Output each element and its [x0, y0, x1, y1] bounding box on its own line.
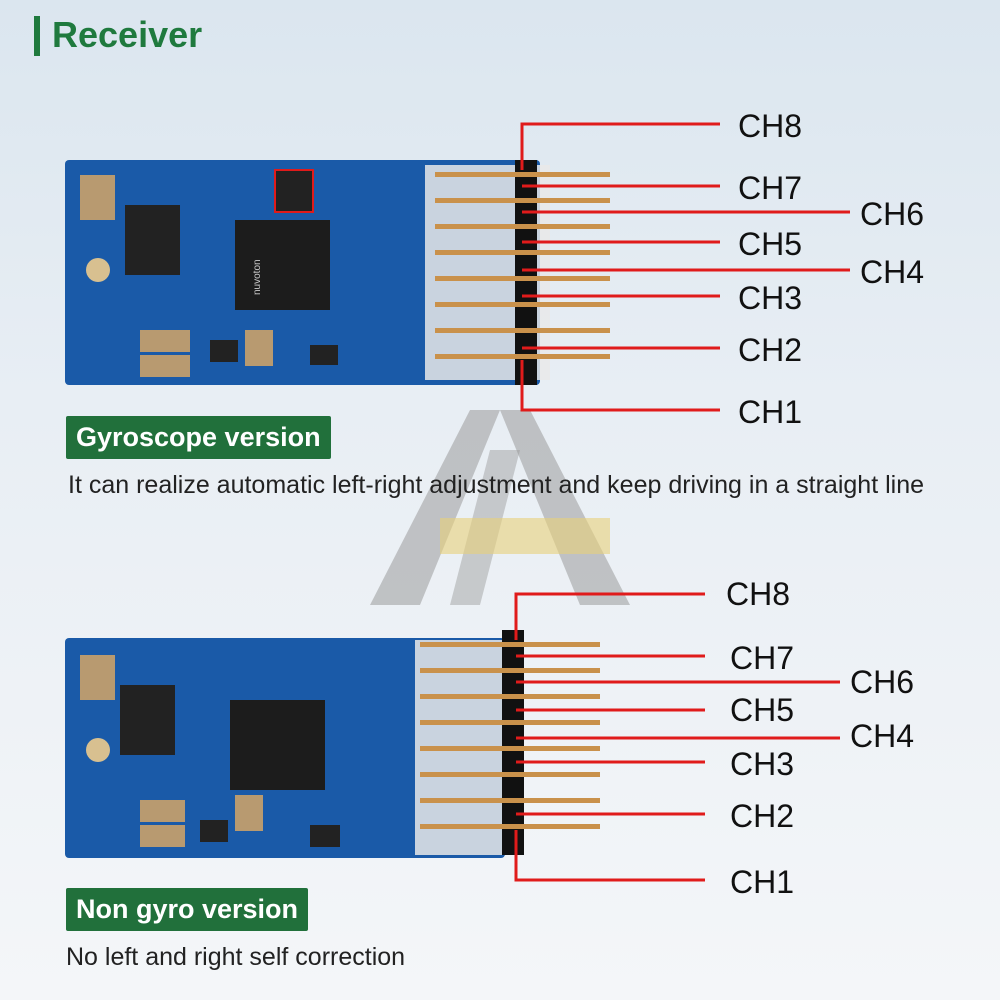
watermark-logo	[370, 410, 630, 605]
nongyro-version-badge: Non gyro version	[66, 888, 309, 931]
gyro-ch7-label: CH7	[738, 170, 803, 206]
nongyro-receiver-board	[65, 630, 600, 858]
pin-header	[420, 630, 600, 855]
nongyro-ch3-label: CH3	[730, 746, 795, 782]
gyro-version-badge: Gyroscope version	[66, 416, 331, 459]
nongyro-ch8-label: CH8	[726, 576, 791, 612]
gyro-ch3-label: CH3	[738, 280, 803, 316]
nongyro-ch2-label: CH2	[730, 798, 795, 834]
pin-header	[435, 160, 610, 385]
nongyro-ch1-label: CH1	[730, 864, 795, 900]
nongyro-ch5-label: CH5	[730, 692, 795, 728]
gyro-description: It can realize automatic left-right adju…	[68, 471, 925, 499]
gyro-leader-lines	[520, 122, 850, 412]
gyro-receiver-board: nuvoton	[65, 160, 610, 385]
gyro-ch4-label: CH4	[860, 254, 925, 290]
nongyro-ch4-label: CH4	[850, 718, 915, 754]
gyro-ch8-label: CH8	[738, 108, 803, 144]
nongyro-ch6-label: CH6	[850, 664, 915, 700]
nongyro-description: No left and right self correction	[66, 943, 406, 971]
gyro-ch5-label: CH5	[738, 226, 803, 262]
nongyro-ch7-label: CH7	[730, 640, 795, 676]
title-accent-bar	[34, 16, 40, 56]
ic-label: nuvoton	[252, 259, 263, 295]
nongyro-leader-lines	[514, 592, 840, 882]
page-title: Receiver	[52, 14, 203, 55]
gyro-ch6-label: CH6	[860, 196, 925, 232]
gyro-ch2-label: CH2	[738, 332, 803, 368]
gyro-ch1-label: CH1	[738, 394, 803, 430]
